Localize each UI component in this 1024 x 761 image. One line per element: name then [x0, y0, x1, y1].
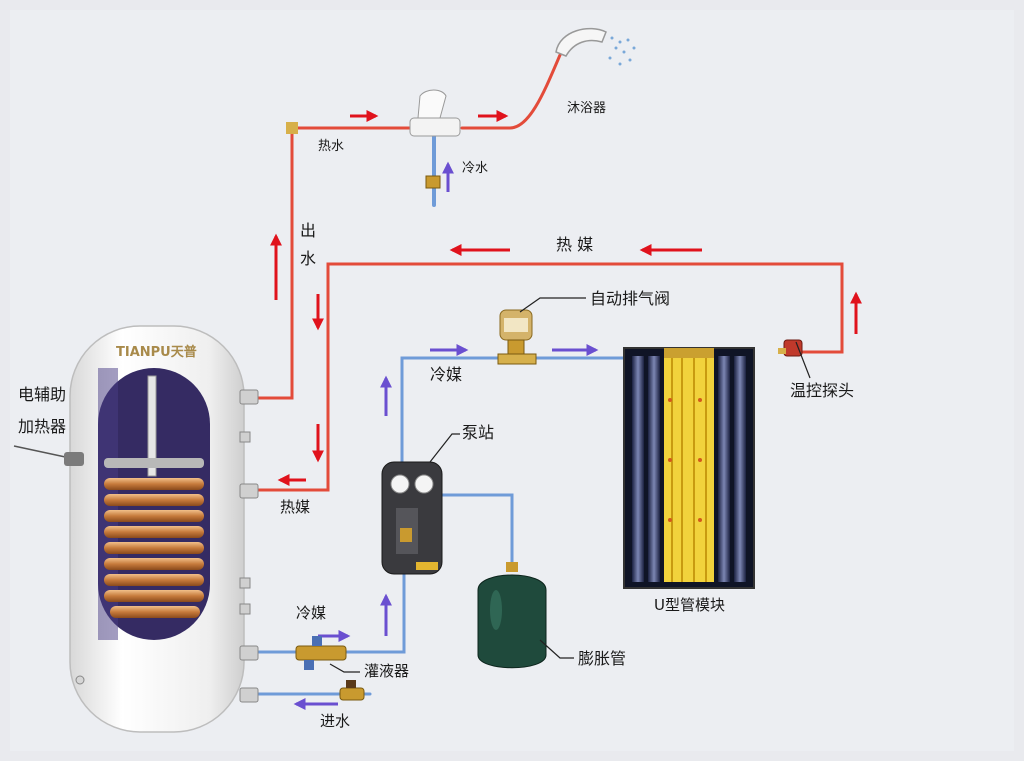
- hot-water-pipe: [256, 126, 414, 400]
- vacuum-tubes: [632, 356, 746, 582]
- collector-header: [664, 348, 714, 358]
- expansion-pipe: [440, 493, 514, 567]
- flow-arrows: [270, 110, 862, 710]
- labels: TIANPU天普 沐浴器 热水 冷水 出 水 热 媒 自动排气阀 冷媒 温控探头…: [18, 101, 854, 730]
- filler-valve-icon: [295, 636, 347, 670]
- mixer-valve-icon: [409, 89, 461, 189]
- label-expansion-tank: 膨胀管: [578, 649, 626, 668]
- heater-plug-icon: [64, 452, 84, 466]
- air-vent-valve-icon: [497, 309, 537, 365]
- brand-logo: TIANPU天普: [116, 344, 197, 360]
- water-tank: [69, 325, 259, 733]
- label-cold-medium-top: 冷媒: [430, 365, 462, 384]
- expansion-tank-icon: [477, 562, 547, 669]
- label-electric-heater-1: 电辅助: [18, 385, 66, 404]
- cold-medium-pipe-top: [400, 356, 502, 465]
- label-filler: 灌液器: [364, 662, 409, 680]
- label-outlet-2: 水: [300, 249, 316, 268]
- label-air-vent: 自动排气阀: [590, 289, 670, 308]
- shower-hose: [460, 53, 562, 130]
- heater-element: [104, 458, 204, 468]
- label-electric-heater-2: 加热器: [18, 417, 66, 436]
- label-inlet: 进水: [320, 712, 350, 730]
- elbow-fitting-icon: [286, 122, 298, 134]
- heater-cable: [13, 445, 71, 459]
- tank-ports: [239, 389, 259, 703]
- label-shower: 沐浴器: [567, 101, 606, 116]
- inlet-valve-icon: [339, 680, 365, 701]
- heat-exchange-coil: [104, 478, 204, 618]
- u-tube-core: [664, 356, 714, 582]
- u-tube-collector: [623, 347, 755, 589]
- heat-medium-pipe: [256, 262, 844, 492]
- label-hot-water: 热水: [318, 139, 344, 154]
- leader-lines: [329, 297, 811, 673]
- label-heat-medium-top: 热 媒: [556, 235, 593, 254]
- shower-head-icon: [555, 27, 636, 66]
- label-cold-medium-bottom: 冷媒: [296, 604, 326, 622]
- label-heat-medium-tank: 热媒: [280, 498, 310, 516]
- label-outlet-1: 出: [300, 221, 316, 240]
- label-temp-probe: 温控探头: [790, 381, 854, 400]
- label-cold-water: 冷水: [462, 161, 488, 176]
- pump-station-icon: [381, 461, 443, 575]
- temperature-probe-icon: [778, 339, 803, 357]
- label-collector: U型管模块: [654, 596, 725, 614]
- label-pump-station: 泵站: [462, 423, 494, 442]
